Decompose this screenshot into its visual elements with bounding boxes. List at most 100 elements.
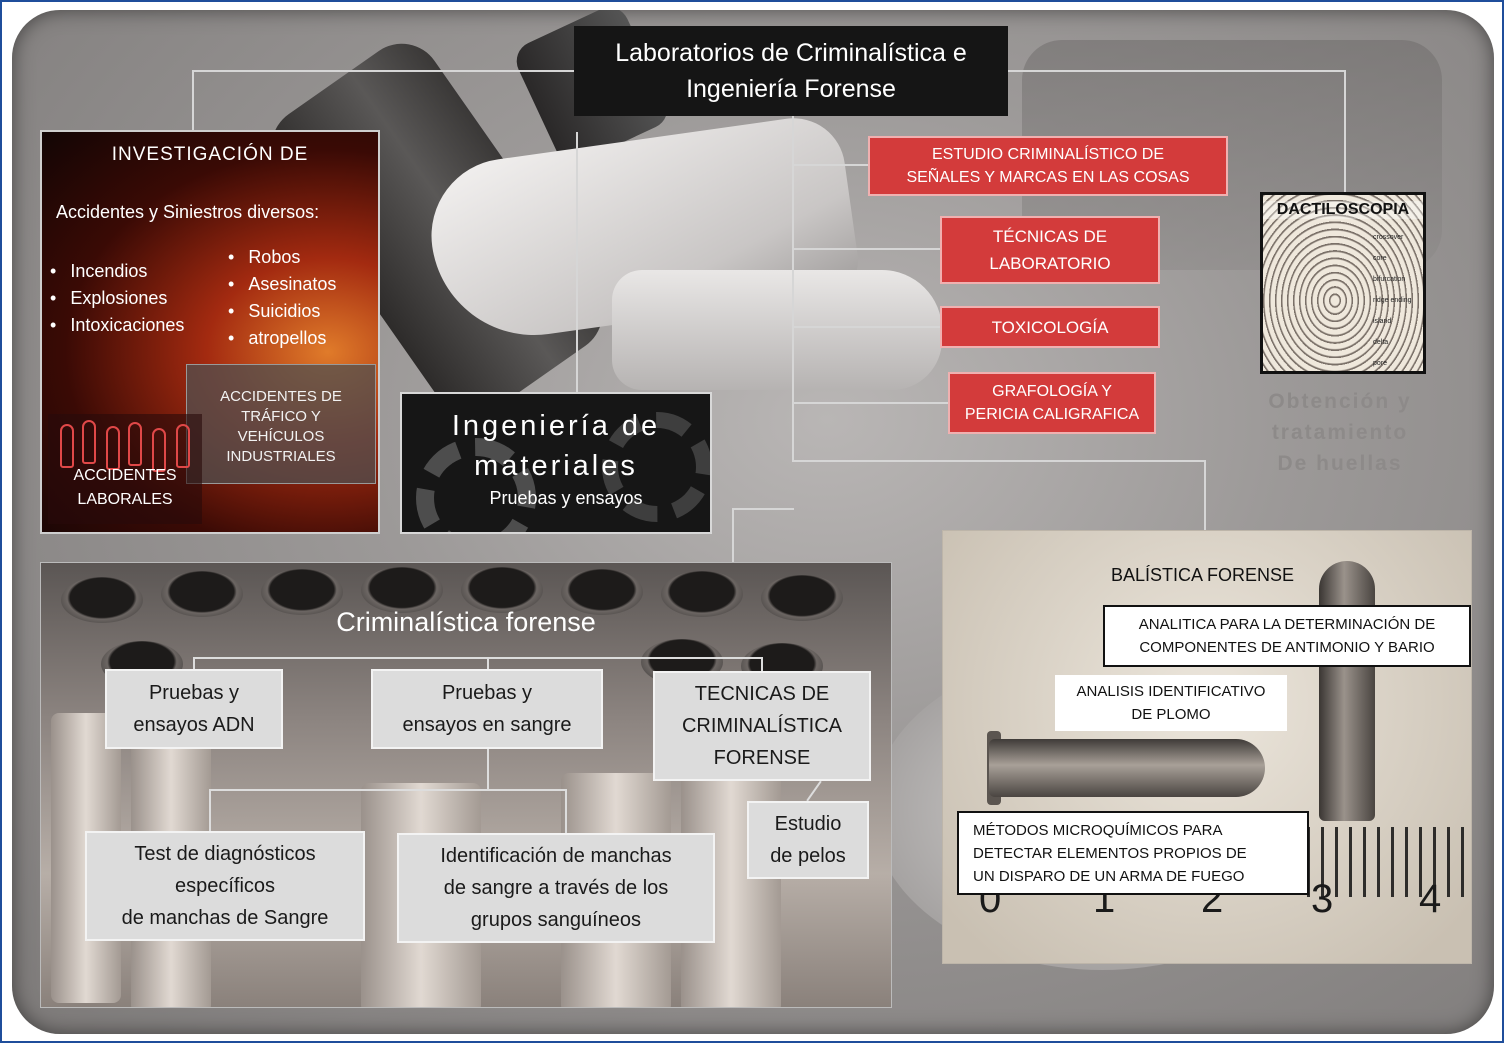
box-line: Estudio xyxy=(774,813,842,835)
criminalistica-panel: Criminalística forense Pruebas y ensayos… xyxy=(40,562,892,1008)
fingerprint-label: core xyxy=(1373,255,1387,262)
box-line: LABORATORIO xyxy=(989,254,1111,273)
box-line: específicos xyxy=(174,875,276,897)
box-line: TÉCNICAS DE xyxy=(992,227,1108,246)
box-analisis-plomo: ANALISIS IDENTIFICATIVO DE PLOMO xyxy=(1055,675,1287,731)
box-line: grupos sanguíneos xyxy=(470,909,642,931)
connector-line xyxy=(565,789,567,835)
main-title-line1: Laboratorios de Criminalística e xyxy=(615,39,967,67)
fingerprint-label: ridge ending xyxy=(1373,297,1412,304)
tube-top xyxy=(361,567,443,613)
box-line: TRÁFICO Y xyxy=(241,408,321,425)
box-test-diagnosticos: Test de diagnósticos específicos de manc… xyxy=(85,831,365,941)
box-line: GRAFOLOGÍA Y xyxy=(992,383,1112,400)
connector-line xyxy=(192,70,194,132)
list-item: atropellos xyxy=(228,325,336,352)
fingerprint-label: island xyxy=(1373,318,1392,325)
connector-line xyxy=(209,789,567,791)
huellas-caption: Obtención y tratamiento De huellas xyxy=(1252,386,1428,479)
box-line: INDUSTRIALES xyxy=(226,448,336,465)
box-line: ESTUDIO CRIMINALÍSTICO DE xyxy=(931,146,1165,163)
box-estudio-pelos: Estudio de pelos xyxy=(747,801,869,879)
bullet-vertical xyxy=(1319,561,1375,821)
ingenieria-materiales: Ingeniería de materiales Pruebas y ensay… xyxy=(400,392,712,534)
fingerprint-label: delta xyxy=(1373,339,1389,346)
connector-line xyxy=(792,460,1204,462)
connector-line xyxy=(1204,460,1206,532)
box-line: LABORALES xyxy=(77,491,173,508)
connector-line xyxy=(732,508,734,564)
fingerprint-label: crossover xyxy=(1373,234,1404,241)
fingerprint-label: bifurcation xyxy=(1373,276,1406,283)
box-estudio-senales: ESTUDIO CRIMINALÍSTICO DE SEÑALES Y MARC… xyxy=(868,136,1228,196)
connector-line xyxy=(193,657,763,659)
ruler-number: 3 xyxy=(1311,877,1334,921)
box-toxicologia: TOXICOLOGÍA xyxy=(940,306,1160,348)
main-title-line2: Ingeniería Forense xyxy=(686,75,896,103)
box-line: DETECTAR ELEMENTOS PROPIOS DE xyxy=(973,844,1247,862)
box-line: COMPONENTES DE ANTIMONIO Y BARIO xyxy=(1139,639,1435,656)
box-line: PERICIA CALIGRAFICA xyxy=(964,406,1140,423)
balistica-title: BALÍSTICA FORENSE xyxy=(1111,565,1295,585)
connector-line xyxy=(761,657,763,671)
worker-figure-icon xyxy=(128,422,142,466)
box-line: FORENSE xyxy=(713,747,811,769)
list-item: Incendios xyxy=(50,258,184,285)
connector-line xyxy=(209,789,211,833)
balistica-panel: 0 1 2 3 4 BALÍSTICA FORENSE ANALITICA PA… xyxy=(942,530,1472,964)
main-title: Laboratorios de Criminalística e Ingenie… xyxy=(574,26,1008,116)
connector-line xyxy=(792,164,870,166)
materiales-title: Ingeniería de materiales xyxy=(402,406,710,486)
fingerprint-labels: crossover core bifurcation ridge ending … xyxy=(1373,227,1419,371)
investigacion-list-left: Incendios Explosiones Intoxicaciones xyxy=(50,258,184,339)
connector-line xyxy=(576,132,578,394)
list-item: Explosiones xyxy=(50,285,184,312)
box-line: de sangre a través de los xyxy=(443,877,669,899)
tube-top xyxy=(561,569,643,615)
list-item: Asesinatos xyxy=(228,271,336,298)
box-line: Test de diagnósticos xyxy=(134,843,316,865)
connector-line xyxy=(487,657,489,671)
box-line: de manchas de Sangre xyxy=(121,907,329,929)
box-line: ACCIDENTES xyxy=(73,467,177,484)
tube-top xyxy=(261,569,343,615)
dactiloscopia-fingerprint: DACTILOSCOPIA crossover core bifurcation… xyxy=(1260,192,1426,374)
investigacion-panel: INVESTIGACIÓN DE Accidentes y Siniestros… xyxy=(40,130,380,534)
tube-top xyxy=(61,577,143,623)
box-identificacion-manchas: Identificación de manchas de sangre a tr… xyxy=(397,833,715,943)
box-line: TECNICAS DE xyxy=(694,683,830,705)
tube-top xyxy=(661,571,743,617)
materiales-subtitle: Pruebas y ensayos xyxy=(489,488,643,508)
list-item: Suicidios xyxy=(228,298,336,325)
worker-figure-icon xyxy=(176,424,190,468)
box-line: CRIMINALÍSTICA xyxy=(681,715,843,737)
box-tecnicas-criminalistica: TECNICAS DE CRIMINALÍSTICA FORENSE xyxy=(653,671,871,781)
box-line: SEÑALES Y MARCAS EN LAS COSAS xyxy=(906,169,1190,186)
connector-line xyxy=(1344,70,1346,194)
box-line: Pruebas y xyxy=(148,682,240,704)
box-tecnicas-laboratorio: TÉCNICAS DE LABORATORIO xyxy=(940,216,1160,284)
box-line: DE PLOMO xyxy=(1131,706,1211,723)
box-line: de pelos xyxy=(770,845,846,867)
connector-line xyxy=(806,780,822,802)
tube-top xyxy=(461,567,543,613)
connector-line xyxy=(792,402,950,404)
box-line: ANALISIS IDENTIFICATIVO xyxy=(1076,683,1266,700)
connector-line xyxy=(792,326,942,328)
box-pruebas-sangre: Pruebas y ensayos en sangre xyxy=(371,669,603,749)
box-line: ensayos ADN xyxy=(133,714,255,736)
tube-top xyxy=(161,571,243,617)
box-line: materiales xyxy=(474,450,638,482)
box-line: MÉTODOS MICROQUÍMICOS PARA xyxy=(973,821,1223,839)
worker-figure-icon xyxy=(60,424,74,468)
box-line: VEHÍCULOS xyxy=(237,428,325,445)
connector-line xyxy=(792,248,942,250)
box-grafologia: GRAFOLOGÍA Y PERICIA CALIGRAFICA xyxy=(948,372,1156,434)
box-line: TOXICOLOGÍA xyxy=(991,317,1109,337)
tube-top xyxy=(761,575,843,621)
list-item: Intoxicaciones xyxy=(50,312,184,339)
worker-figure-icon xyxy=(152,428,166,472)
box-analitica: ANALITICA PARA LA DETERMINACIÓN DE COMPO… xyxy=(1103,605,1471,667)
investigacion-list-right: Robos Asesinatos Suicidios atropellos xyxy=(228,244,336,352)
caption-line: De huellas xyxy=(1277,452,1403,475)
